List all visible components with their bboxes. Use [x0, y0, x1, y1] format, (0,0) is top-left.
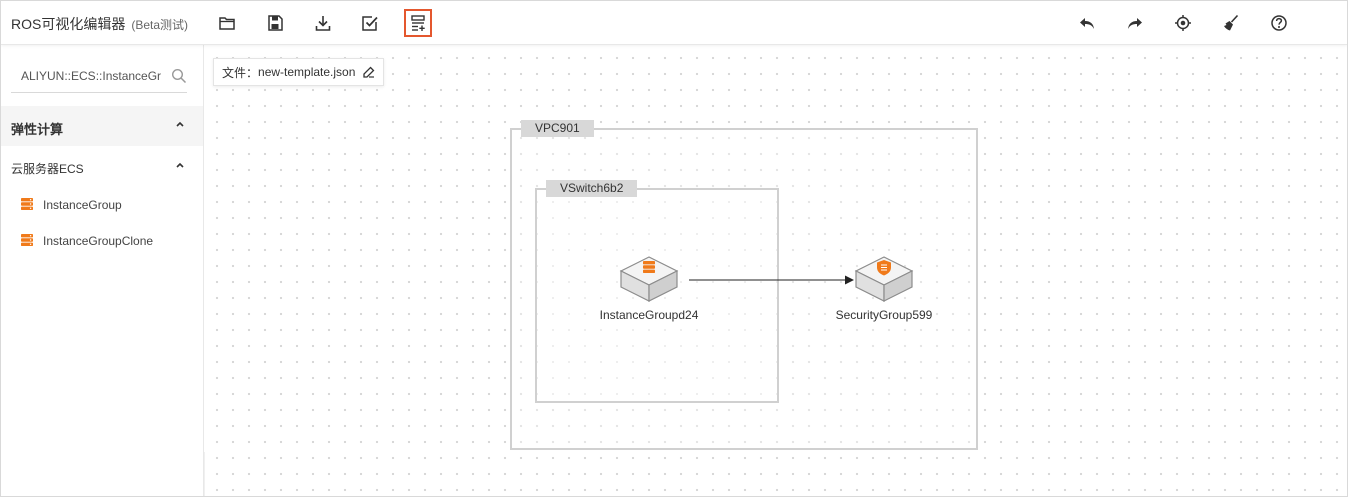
open-folder-button[interactable] [213, 9, 241, 37]
subcategory-ecs[interactable]: 云服务器ECS [1, 147, 203, 187]
resource-item-instancegroup[interactable]: InstanceGroup [1, 190, 203, 220]
node-instancegroup[interactable]: InstanceGroupd24 [589, 254, 709, 322]
validate-icon [362, 16, 378, 31]
file-name-chip: 文件：new-template.json [213, 58, 385, 86]
resource-search [11, 61, 187, 93]
resource-item-label: InstanceGroup [43, 198, 122, 212]
open-folder-icon [219, 17, 235, 30]
node-securitygroup[interactable]: SecurityGroup599 [824, 254, 944, 322]
node-label: SecurityGroup599 [835, 308, 933, 322]
locate-button[interactable] [1169, 9, 1197, 37]
redo-icon [1128, 18, 1142, 29]
node-label: InstanceGroupd24 [599, 308, 699, 322]
add-template-button[interactable] [404, 9, 432, 37]
redo-button[interactable] [1121, 9, 1149, 37]
chevron-up-icon [176, 121, 184, 127]
edit-icon[interactable] [363, 66, 375, 78]
resource-item-instancegroupclone[interactable]: InstanceGroupClone [1, 226, 203, 256]
category-elastic-computing[interactable]: 弹性计算 [1, 106, 203, 146]
undo-icon [1080, 18, 1094, 29]
clear-button[interactable] [1217, 9, 1245, 37]
search-icon[interactable] [171, 68, 187, 84]
save-button[interactable] [261, 9, 289, 37]
validate-button[interactable] [356, 9, 384, 37]
file-name: new-template.json [258, 65, 356, 79]
vswitch-group-label: VSwitch6b2 [546, 180, 638, 197]
resource-item-label: InstanceGroupClone [43, 234, 154, 248]
security-group-icon [854, 256, 914, 302]
resource-sidebar: 弹性计算 云服务器ECS InstanceGroup InstanceGroup… [1, 45, 204, 496]
locate-icon [1175, 15, 1191, 31]
clear-icon [1224, 14, 1239, 31]
app-title: ROS可视化编辑器 (Beta测试) [11, 14, 188, 34]
category-label: 弹性计算 [11, 122, 64, 137]
help-button[interactable] [1265, 9, 1293, 37]
search-input[interactable] [11, 61, 161, 91]
file-prefix: 文件： [222, 65, 259, 80]
instance-group-icon [619, 256, 679, 302]
undo-button[interactable] [1073, 9, 1101, 37]
download-icon [315, 16, 331, 31]
vpc-group-label: VPC901 [521, 120, 594, 137]
save-icon [268, 15, 283, 31]
subcategory-label: 云服务器ECS [11, 162, 84, 176]
server-stack-icon [21, 234, 33, 246]
app-subtitle: (Beta测试) [131, 18, 189, 32]
chevron-up-icon [176, 162, 184, 168]
design-canvas[interactable]: 文件：new-template.json VPC901 VSwitch6b2 I… [205, 46, 1347, 496]
help-icon [1271, 15, 1287, 31]
add-template-icon [411, 15, 425, 31]
app-title-text: ROS可视化编辑器 [11, 16, 126, 32]
top-toolbar: ROS可视化编辑器 (Beta测试) [1, 1, 1347, 45]
server-stack-icon [21, 198, 33, 210]
download-button[interactable] [309, 9, 337, 37]
